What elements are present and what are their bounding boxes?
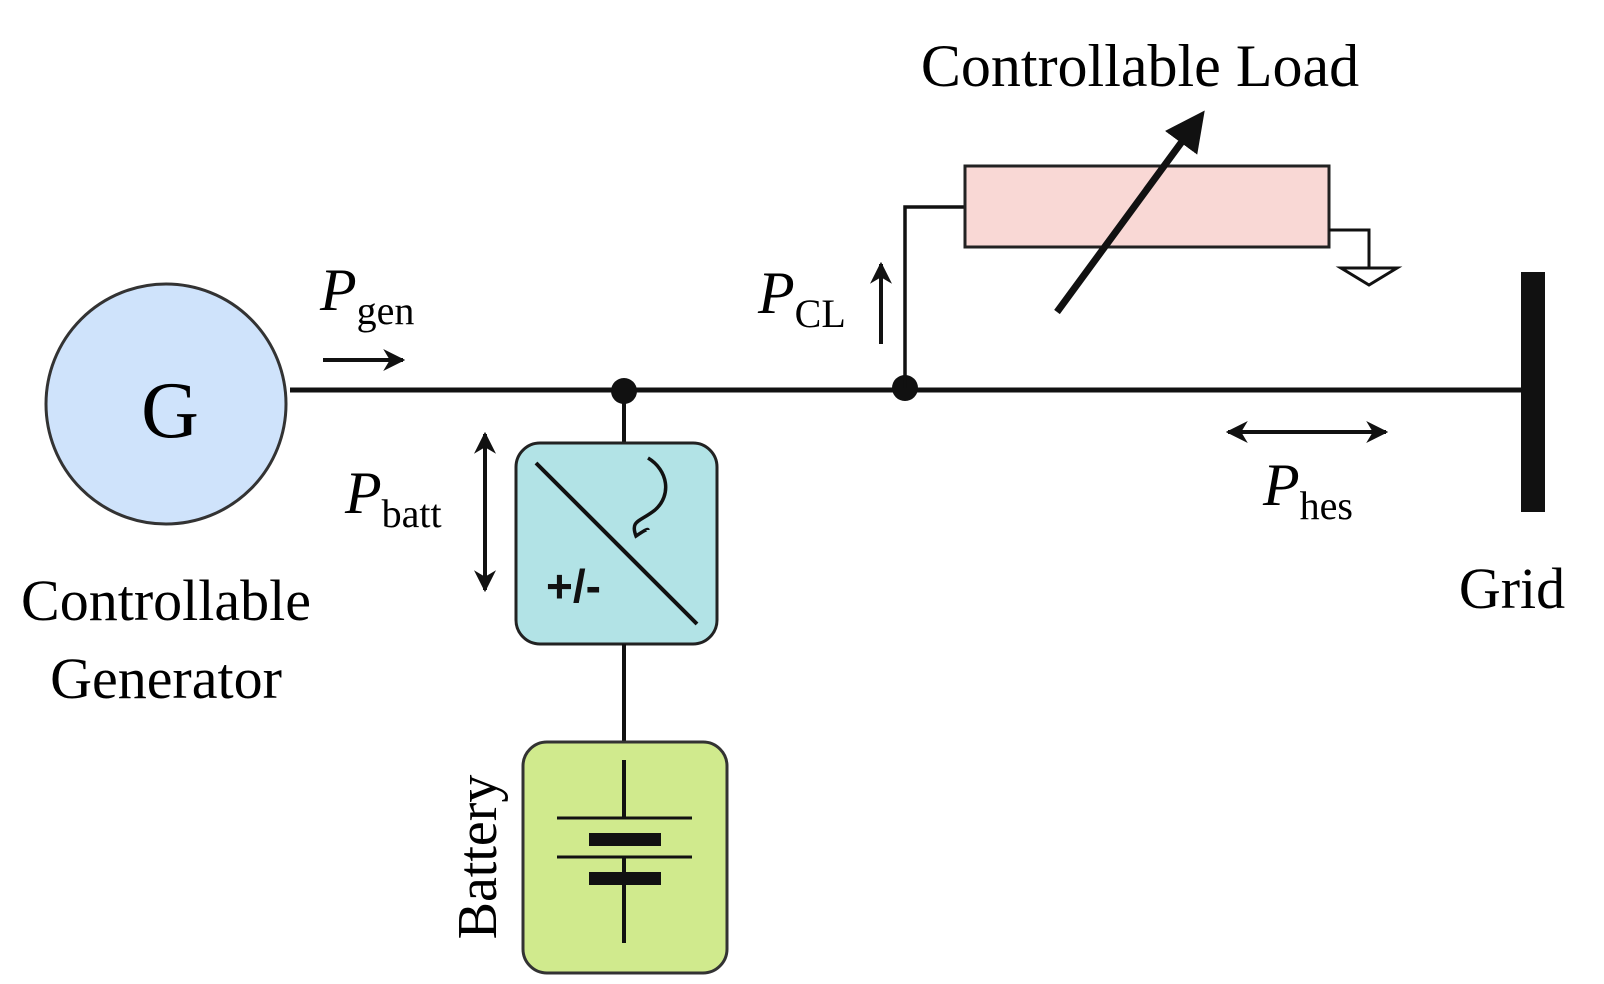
p-cl-symbol: P	[757, 260, 795, 326]
p-cl-subscript: CL	[795, 291, 846, 336]
load-variable-arrow	[1054, 110, 1205, 315]
p-gen-symbol: P	[319, 257, 357, 323]
converter-diagonal	[534, 461, 699, 626]
p-hes-subscript: hes	[1300, 483, 1353, 528]
p-hes-label: Phes	[1262, 452, 1353, 528]
generator-label-line1: Controllable	[21, 568, 311, 633]
load-resistor-box	[963, 164, 1331, 249]
ground-wire	[1329, 228, 1371, 268]
generator-circle	[44, 282, 288, 526]
p-cl-label: PCL	[757, 260, 846, 336]
generator-label-line2: Generator	[50, 646, 282, 711]
battery-plate-short-1	[589, 833, 661, 846]
p-batt-subscript: batt	[382, 491, 442, 536]
p-hes-symbol: P	[1262, 452, 1300, 518]
dc-ac-converter-icon: +/-	[514, 441, 719, 646]
generator-symbol: G	[141, 367, 199, 455]
p-gen-label: Pgen	[319, 257, 414, 333]
converter-ac-wave	[632, 456, 668, 539]
generator-circle-icon: G	[44, 282, 288, 526]
converter-symbol: +/-	[546, 560, 601, 612]
p-batt-label: Pbatt	[344, 460, 442, 536]
load-feeder-line	[903, 205, 965, 388]
ground-icon	[1329, 228, 1403, 287]
variable-resistor-icon	[963, 110, 1331, 315]
p-batt-symbol: P	[344, 460, 382, 526]
battery-cell-icon	[521, 740, 729, 975]
p-gen-subscript: gen	[357, 288, 415, 333]
load-label: Controllable Load	[921, 33, 1359, 99]
battery-label: Battery	[447, 775, 509, 940]
grid-label: Grid	[1459, 556, 1565, 621]
grid-busbar-icon	[1521, 272, 1545, 512]
ground-triangle	[1335, 266, 1403, 287]
